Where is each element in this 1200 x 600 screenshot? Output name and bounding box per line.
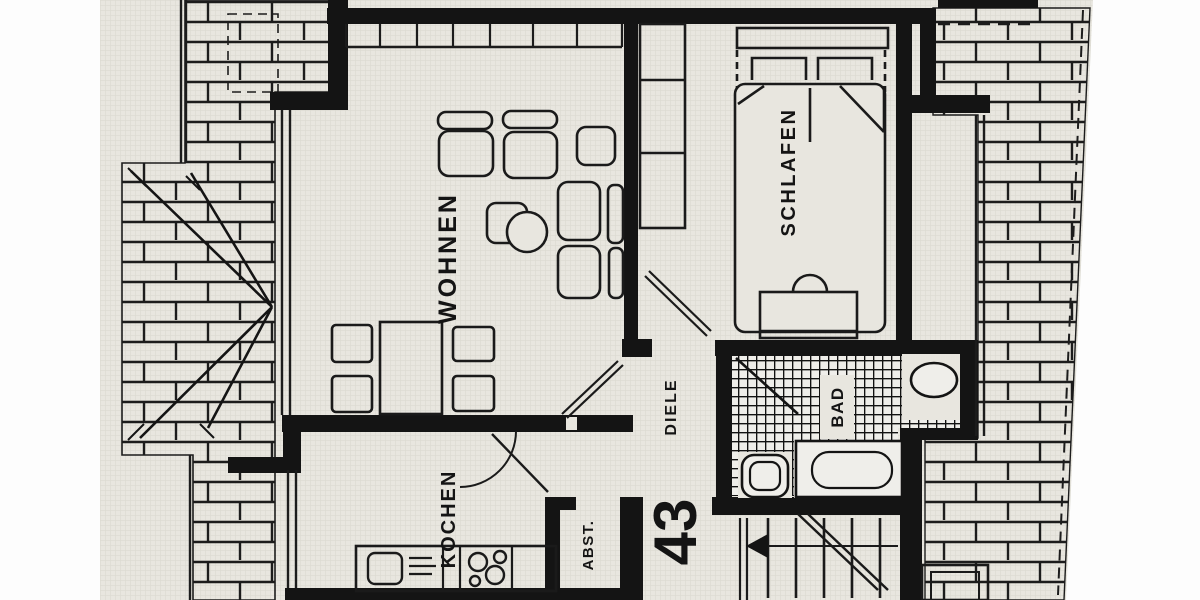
staircase [738,513,990,600]
room-diele [561,270,712,419]
chair [451,325,496,363]
window-band [344,24,624,49]
sofa-backrest [436,110,494,131]
room-kochen [354,430,558,593]
kitchen-counter [354,544,558,593]
toilet [740,453,790,499]
round-table [505,210,549,254]
sink [366,551,404,586]
stair-diagonal [797,513,889,591]
nightstands [750,56,874,80]
bed-headboard [735,26,890,50]
thin-walls [179,0,986,600]
wardrobe [638,22,687,230]
dining-table [378,320,444,416]
door-swing-arc [459,430,517,488]
dresser [758,290,859,340]
armchair [575,125,617,167]
room-schlafen [638,22,890,340]
landing-window [920,563,990,600]
chair [330,374,374,414]
chair [330,323,374,364]
door-leaf [561,360,624,419]
armchair [556,244,602,300]
door-leaf [644,270,712,337]
direction-arrow [746,534,768,558]
door-leaf [491,433,549,493]
sofa-seat [437,129,495,178]
stove-burners [467,549,508,588]
room-label-kochen: KOCHEN [438,470,460,569]
room-label-wohnen: WOHNEN [434,192,462,324]
room-bad: BAD [732,354,960,499]
drainboard [409,556,436,576]
chair [451,374,496,413]
shelf [606,183,625,245]
sofa-backrest [501,109,559,130]
room-label-abst: ABST. [580,520,597,571]
shelf [607,246,625,300]
unit-number: 43 [642,499,709,566]
room-wohnen [330,109,625,416]
washbasin [909,361,959,399]
sofa-seat [502,130,559,180]
room-label-bad: BAD [828,386,847,427]
room-label-schlafen: SCHLAFEN [778,108,800,237]
stool [791,273,829,293]
bath-label-box [820,375,854,439]
stair-stringer [738,518,749,600]
room-label-diele: DIELE [663,378,680,435]
armchair [556,180,602,242]
